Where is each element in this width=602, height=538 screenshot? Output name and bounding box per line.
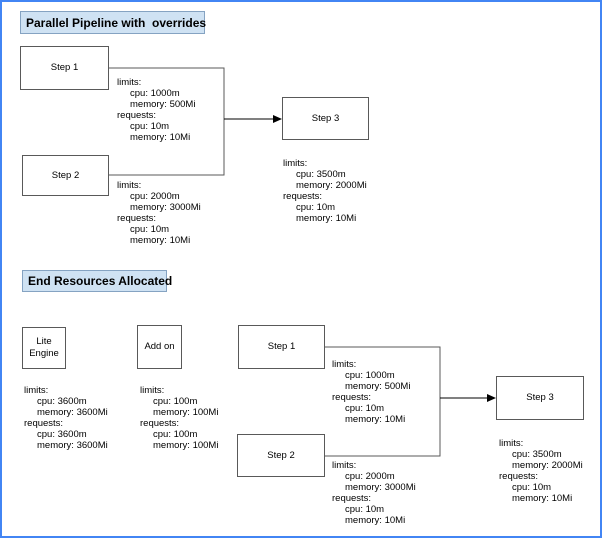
arrowhead-top-step3 bbox=[273, 115, 282, 123]
node-lite-engine: Lite Engine bbox=[22, 327, 66, 369]
node-bottom-step1: Step 1 bbox=[238, 325, 325, 369]
resource-line: memory: 2000Mi bbox=[296, 180, 367, 191]
node-label: Step 3 bbox=[311, 112, 340, 124]
resource-line: memory: 100Mi bbox=[153, 440, 219, 451]
resource-line: requests: bbox=[117, 213, 157, 224]
node-label: Step 1 bbox=[50, 62, 79, 73]
resource-line: requests: bbox=[332, 493, 372, 504]
node-bottom-step2: Step 2 bbox=[237, 434, 325, 477]
node-label: Step 2 bbox=[51, 169, 80, 181]
resource-line: cpu: 100m bbox=[153, 396, 198, 407]
node-add-on: Add on bbox=[137, 325, 182, 369]
resource-line: cpu: 3600m bbox=[37, 396, 87, 407]
resource-line: memory: 3600Mi bbox=[37, 440, 108, 451]
resource-line: requests: bbox=[117, 110, 157, 121]
resource-line: memory: 500Mi bbox=[345, 381, 411, 392]
node-label: Step 3 bbox=[526, 392, 554, 403]
resource-line: limits: bbox=[332, 460, 357, 471]
resource-line: cpu: 3500m bbox=[512, 449, 562, 460]
node-label: Lite Engine bbox=[29, 336, 59, 359]
resource-line: cpu: 2000m bbox=[130, 191, 180, 202]
resource-line: limits: bbox=[24, 385, 49, 396]
resource-line: memory: 10Mi bbox=[345, 414, 406, 425]
resource-line: memory: 2000Mi bbox=[512, 460, 583, 471]
resource-line: cpu: 1000m bbox=[130, 88, 180, 99]
resource-line: cpu: 10m bbox=[296, 202, 336, 213]
resource-line: requests: bbox=[499, 471, 539, 482]
resource-line: memory: 3000Mi bbox=[130, 202, 201, 213]
resource-line: memory: 10Mi bbox=[296, 213, 357, 224]
resource-line: cpu: 2000m bbox=[345, 471, 395, 482]
resource-line: memory: 10Mi bbox=[130, 132, 191, 143]
section-title-parallel-pipeline: Parallel Pipeline with overrides bbox=[20, 11, 206, 34]
resource-line: memory: 3000Mi bbox=[345, 482, 416, 493]
resource-line: requests: bbox=[24, 418, 64, 429]
resource-line: cpu: 10m bbox=[512, 482, 552, 493]
resource-line: limits: bbox=[117, 180, 142, 191]
resource-line: cpu: 1000m bbox=[345, 370, 395, 381]
section-title-end-resources: End Resources Allocated bbox=[22, 270, 172, 292]
resource-line: memory: 3600Mi bbox=[37, 407, 108, 418]
resource-line: limits: bbox=[140, 385, 165, 396]
arrowhead-bottom-step3 bbox=[487, 394, 496, 402]
resource-line: memory: 10Mi bbox=[130, 235, 191, 246]
node-label: Add on bbox=[144, 341, 175, 352]
node-top-step2: Step 2 bbox=[22, 155, 109, 196]
resource-line: limits: bbox=[499, 438, 524, 449]
node-label: Step 2 bbox=[267, 449, 295, 461]
resource-line: cpu: 10m bbox=[345, 403, 385, 414]
resource-line: requests: bbox=[283, 191, 323, 202]
resource-line: limits: bbox=[117, 77, 142, 88]
resource-line: cpu: 10m bbox=[130, 224, 170, 235]
resource-line: limits: bbox=[283, 158, 308, 169]
resource-line: cpu: 100m bbox=[153, 429, 198, 440]
resource-line: cpu: 3600m bbox=[37, 429, 87, 440]
resource-line: requests: bbox=[140, 418, 180, 429]
resource-line: requests: bbox=[332, 392, 372, 403]
resource-line: memory: 100Mi bbox=[153, 407, 219, 418]
node-bottom-step3: Step 3 bbox=[496, 376, 584, 420]
node-top-step3: Step 3 bbox=[282, 97, 369, 140]
node-top-step1: Step 1 bbox=[20, 46, 109, 90]
resource-line: limits: bbox=[332, 359, 357, 370]
node-label: Step 1 bbox=[267, 341, 296, 352]
resource-line: cpu: 10m bbox=[130, 121, 170, 132]
resource-line: memory: 10Mi bbox=[345, 515, 406, 526]
resource-line: cpu: 10m bbox=[345, 504, 385, 515]
resource-line: memory: 500Mi bbox=[130, 99, 196, 110]
resource-line: memory: 10Mi bbox=[512, 493, 573, 504]
resource-line: cpu: 3500m bbox=[296, 169, 346, 180]
